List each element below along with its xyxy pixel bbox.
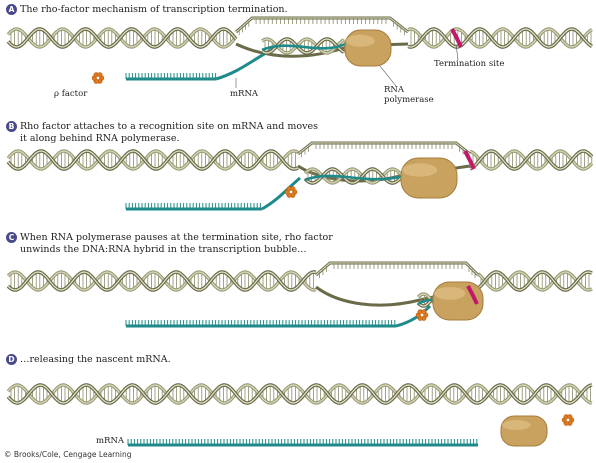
- panel-d-badge: D: [6, 354, 17, 365]
- panel-c-title-line-2: unwinds the DNA:RNA hybrid in the transc…: [20, 243, 307, 255]
- panel-a-badge: A: [6, 4, 17, 15]
- panel-d-polymerase: [500, 415, 548, 447]
- panel-a-polymerase: [344, 29, 392, 67]
- rna-polymerase-highlight: [402, 163, 438, 177]
- rna-polymerase-highlight: [345, 34, 375, 47]
- panel-c-mrna: [125, 304, 432, 328]
- copyright-credit: © Brooks/Cole, Cengage Learning: [4, 450, 132, 459]
- panel-a-dna-left-strand-front-hl: [7, 28, 237, 48]
- rho-center: [566, 418, 570, 422]
- panel-d-mrna: [127, 439, 478, 447]
- panel-b-title-line-2: it along behind RNA polymerase.: [20, 132, 180, 144]
- panel-b-hybrid-rna: [304, 172, 411, 182]
- termination-site-icon: [463, 150, 476, 170]
- panel-a-dna-right: [407, 27, 593, 49]
- panel-b-rho: [284, 186, 298, 198]
- panel-c-bubble-top: [315, 261, 480, 278]
- mrna-label-d: mRNA: [96, 436, 125, 446]
- panel-c-dna-left: [6, 270, 317, 292]
- panel-c-dna-left-strand-front-hl: [7, 271, 317, 291]
- rna-polymerase-label: RNA polymerase: [384, 85, 434, 105]
- panel-d-title: D…releasing the nascent mRNA.: [6, 354, 171, 366]
- panel-c-title-line-1: When RNA polymerase pauses at the termin…: [20, 232, 333, 243]
- panel-c-dna-right-strand-back-hl: [477, 271, 593, 291]
- rna-polymerase-highlight: [501, 420, 531, 430]
- panel-a-rho: [91, 72, 105, 84]
- panel-b-dna-right-strand-front-hl: [469, 150, 593, 170]
- panel-a-bubble-top: [235, 16, 409, 36]
- panel-b-dna-left-strand-back-hl: [7, 150, 299, 170]
- rho-subunit: [97, 72, 103, 78]
- panel-c-mrna-rising: [395, 304, 432, 328]
- panel-b-dna-left-strand-front-hl: [7, 150, 299, 170]
- rna-polymerase-icon: [500, 415, 548, 447]
- rho-center: [96, 76, 100, 80]
- rna-polymerase-icon: [400, 157, 458, 199]
- panel-c-bubble-bottom: [315, 285, 479, 307]
- panel-a-dna-left-strand-back-hl: [7, 28, 237, 48]
- panel-c-termination-site: [466, 285, 479, 305]
- panel-a-hybrid-strand-back-hl: [261, 38, 345, 54]
- panel-c-dna-left-strand-back-hl: [7, 271, 317, 291]
- panel-b-polymerase: [400, 157, 458, 199]
- panel-b-dna-right: [469, 149, 594, 171]
- panel-c-dna-right-strand-front-hl: [477, 271, 593, 291]
- panel-b-mrna: [125, 176, 301, 211]
- panel-a-mrna: [125, 46, 276, 81]
- termination-site-icon: [450, 28, 463, 48]
- termination-site-icon: [466, 285, 479, 305]
- panel-c-badge: C: [6, 232, 17, 243]
- termination-site-label: Termination site: [434, 59, 505, 69]
- panel-d-dna-strand-back-hl: [7, 384, 593, 404]
- panel-a-dna-right-strand-front-hl: [407, 28, 593, 48]
- panel-d-rho: [561, 414, 575, 426]
- panel-a-title-text: The rho-factor mechanism of transcriptio…: [20, 4, 288, 15]
- panel-b-title-line-1: Rho factor attaches to a recognition sit…: [20, 121, 318, 132]
- panel-c-dna-right: [476, 270, 593, 292]
- termination-leader-line: [455, 43, 459, 61]
- rna-polymerase-label-line-2: polymerase: [384, 94, 434, 105]
- rho-factor-label: ρ factor: [54, 89, 88, 99]
- panel-a-termination-site: [450, 28, 463, 48]
- panel-d-title-text: …releasing the nascent mRNA.: [20, 354, 171, 365]
- panel-c-rho: [415, 309, 429, 321]
- polymerase-leader-line: [379, 65, 397, 87]
- rho-center: [420, 313, 424, 317]
- rho-subunit: [421, 309, 427, 315]
- panel-b-bubble-top: [297, 141, 471, 158]
- rho-subunit: [567, 414, 573, 420]
- panel-d-dna: [6, 383, 593, 405]
- rho-subunit: [290, 186, 296, 192]
- panel-b-dna-left: [6, 149, 299, 171]
- rho-center: [289, 190, 293, 194]
- panel-b-badge: B: [6, 121, 17, 132]
- rna-polymerase-icon: [344, 29, 392, 67]
- panel-d-dna-strand-front-hl: [7, 384, 593, 404]
- panel-b-mrna-rising: [261, 176, 301, 211]
- rna-polymerase-label-line-1: RNA: [384, 85, 404, 95]
- panel-a-dna-left: [6, 27, 238, 49]
- rna-polymerase-highlight: [434, 287, 466, 300]
- panel-a-hybrid-rna: [261, 42, 346, 52]
- panel-b-termination-site: [463, 150, 476, 170]
- mrna-label-a: mRNA: [230, 89, 259, 99]
